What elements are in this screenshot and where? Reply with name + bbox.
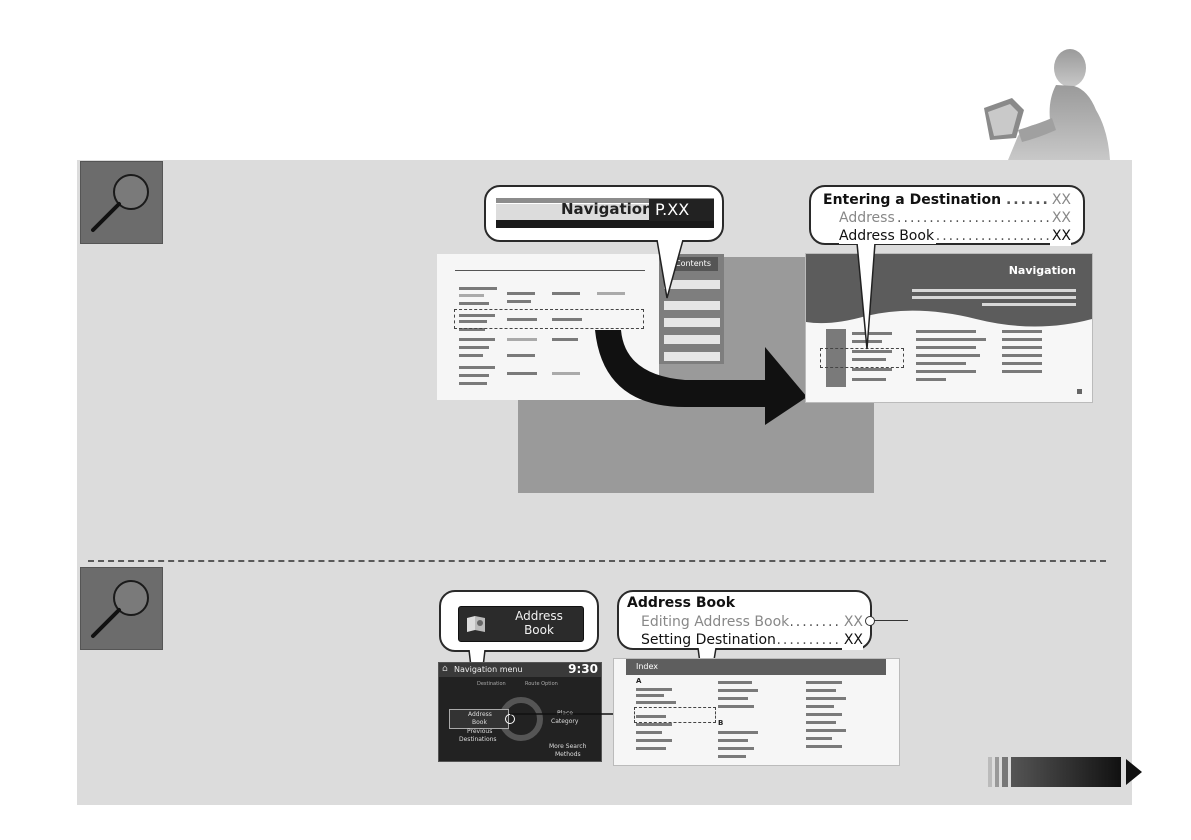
curved-arrow-icon xyxy=(595,330,807,425)
toc-callout: ........................................… xyxy=(809,185,1085,246)
magnifier-icon xyxy=(91,174,149,232)
toc-item-entering-destination: ........................................… xyxy=(823,190,1071,210)
address-book-button: Address Book xyxy=(458,606,584,642)
toc-item-address-book: ........................................… xyxy=(839,226,1071,246)
reading-person-icon xyxy=(984,49,1110,160)
next-page-button[interactable] xyxy=(988,757,1148,787)
toc-item-address: ........................................… xyxy=(839,208,1071,228)
home-icon: ⌂ xyxy=(442,664,448,674)
callout-pointer xyxy=(856,243,876,350)
leader-dot xyxy=(865,616,875,626)
search-box xyxy=(80,161,163,244)
navigation-screen: ⌂ Navigation menu 9:30 Destination Route… xyxy=(438,662,602,762)
page-reference: P.XX xyxy=(649,199,714,221)
navigation-label: Navigation xyxy=(561,200,653,218)
index-item-editing-address-book: ........................................… xyxy=(641,612,863,632)
tab-destination[interactable]: Destination xyxy=(477,681,506,687)
index-heading: Address Book xyxy=(627,595,736,611)
screen-time: 9:30 xyxy=(568,662,598,676)
section-divider xyxy=(88,560,1106,562)
next-arrow-icon xyxy=(1126,759,1142,785)
chapter-heading: Navigation xyxy=(1008,264,1076,277)
screen-title: Navigation menu xyxy=(454,665,523,674)
highlight-box xyxy=(634,707,716,723)
magnifier-icon xyxy=(91,580,149,638)
index-page: Index A B xyxy=(613,658,900,766)
contents-tab: Contents xyxy=(668,257,718,271)
menu-item-previous-destinations[interactable]: Previous Destinations xyxy=(459,728,497,743)
address-book-icon xyxy=(467,616,485,632)
menu-item-more-search-methods[interactable]: More Search Methods xyxy=(549,743,587,758)
index-page-heading: Index xyxy=(636,662,659,671)
address-book-label-line2: Book xyxy=(524,623,554,637)
contents-tab-label: Contents xyxy=(675,259,711,268)
index-letter-b: B xyxy=(718,719,724,727)
highlight-box xyxy=(820,348,904,368)
menu-item-address-book[interactable]: Address Book xyxy=(449,709,509,729)
search-box xyxy=(80,567,163,650)
index-letter-a: A xyxy=(636,677,642,685)
callout-pointer xyxy=(656,240,684,299)
index-callout: Address Book ...........................… xyxy=(617,590,872,650)
index-item-setting-destination: ........................................… xyxy=(641,630,863,650)
navigation-callout: Navigation P.XX xyxy=(484,185,724,242)
chapter-page: Navigation xyxy=(805,253,1093,403)
highlight-box xyxy=(454,309,644,329)
address-book-callout: Address Book xyxy=(439,590,599,652)
leader-line xyxy=(872,620,908,621)
address-book-label-line1: Address xyxy=(515,609,563,623)
tab-route-option[interactable]: Route Option xyxy=(525,681,558,687)
